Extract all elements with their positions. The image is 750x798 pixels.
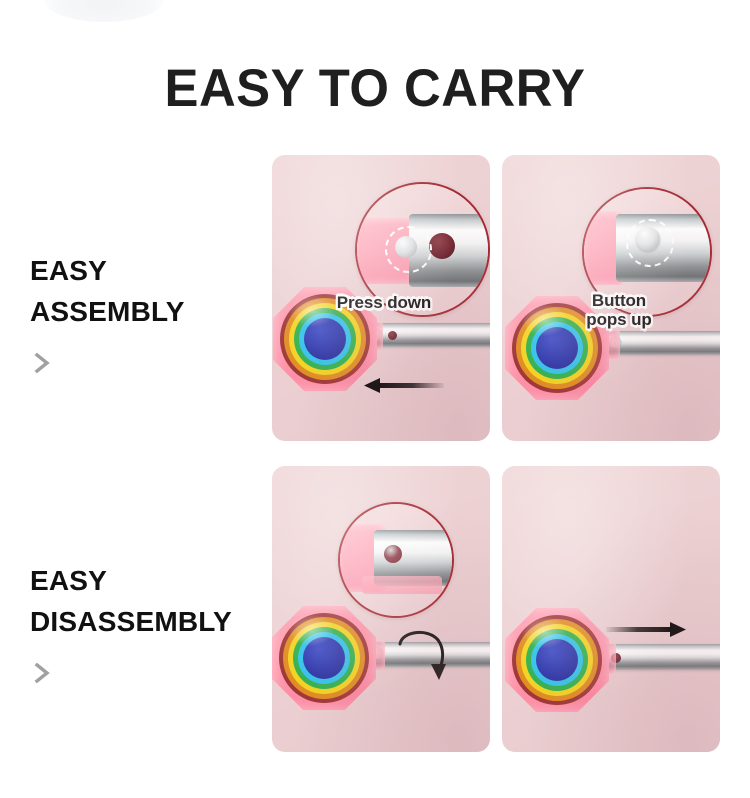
magnifier-circle-icon [582,187,712,317]
dashed-circle-icon [385,226,432,273]
product-photo-pull-apart[interactable] [502,466,720,752]
panel-caption: Button pops up [586,291,652,329]
section-easy-disassembly: EASY DISASSEMBLY [30,560,260,686]
panel-caption: Press down [336,293,432,312]
product-rod [602,644,720,670]
chevron-right-icon[interactable] [30,350,54,376]
section-easy-assembly: EASY ASSEMBLY [30,250,260,376]
product-knob [273,287,377,391]
section-label-line2: ASSEMBLY [30,296,185,327]
section-label-line1: EASY [30,255,108,286]
page-title: EASY TO CARRY [164,59,586,118]
product-knob [505,296,609,400]
product-rod [367,642,490,667]
curved-arrow-down-icon [398,631,446,680]
magnifier-circle-icon [355,182,490,317]
product-photo-rotate[interactable] [272,466,490,752]
product-knob [505,608,609,712]
product-photo-press-down[interactable]: Press down [272,155,490,441]
product-knob [272,606,376,710]
arrow-right-icon [606,622,686,637]
product-photo-grid: Press down [272,155,720,752]
section-label-line2: DISASSEMBLY [30,606,232,637]
product-rod [367,323,490,347]
section-label-line1: EASY [30,565,108,596]
background-smudge [44,0,164,22]
chevron-right-icon[interactable] [30,660,54,686]
magnifier-circle-icon [338,502,454,618]
product-photo-button-pops-up[interactable]: Button pops up [502,155,720,441]
arrow-left-icon [364,378,444,393]
dashed-circle-icon [626,219,674,267]
